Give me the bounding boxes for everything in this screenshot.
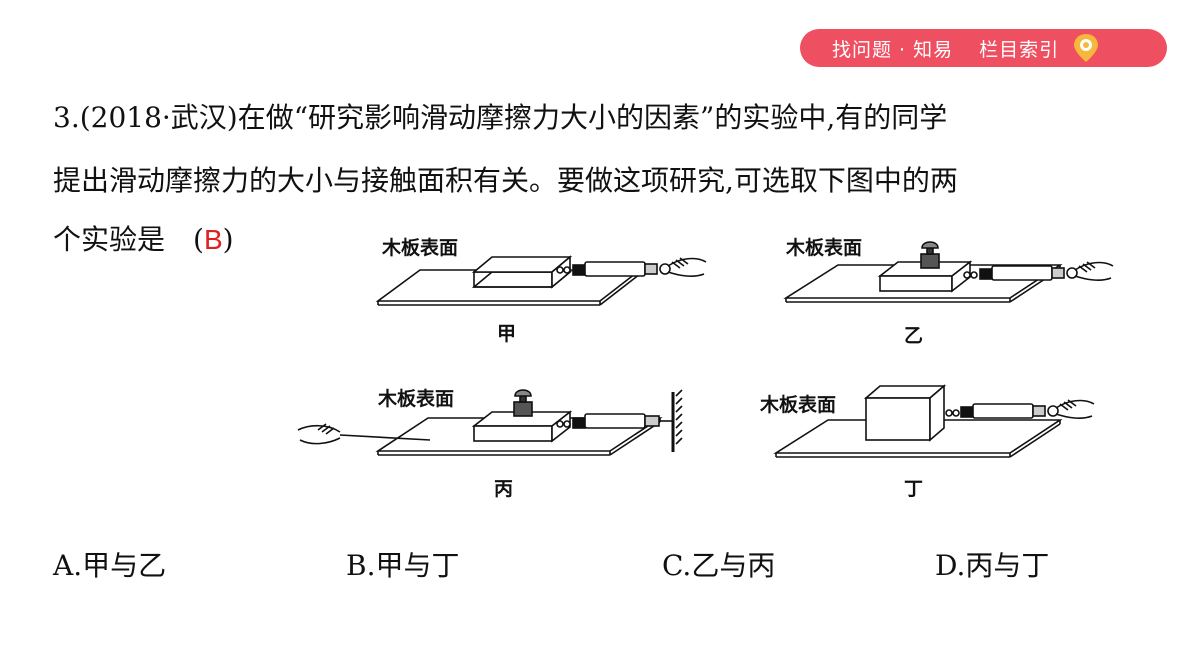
surface-label: 木板表面 xyxy=(759,393,836,416)
option-d[interactable]: D.丙与丁 xyxy=(935,549,1050,582)
question-line-1: 3.(2018·武汉)在做“研究影响滑动摩擦力大小的因素”的实验中,有的同学 xyxy=(53,101,948,134)
nav-find-problem-link[interactable]: 找问题 · 知易 xyxy=(832,38,954,61)
option-b[interactable]: B.甲与丁 xyxy=(346,549,460,582)
surface-label: 木板表面 xyxy=(377,387,454,410)
surface-label: 木板表面 xyxy=(785,236,862,259)
figure-jia: 木板表面 甲 xyxy=(375,236,707,345)
answer-bracket-open: 个实验是 ( xyxy=(53,223,204,256)
figure-ding: 木板表面 丁 xyxy=(759,384,1095,500)
figure-yi: 木板表面 乙 xyxy=(783,236,1114,347)
question-line-3: 个实验是 (B) xyxy=(53,222,234,258)
figure-caption: 甲 xyxy=(497,323,516,345)
location-pin-icon[interactable] xyxy=(1071,32,1101,64)
surface-label: 木板表面 xyxy=(381,236,458,259)
figure-caption: 乙 xyxy=(904,325,923,347)
answer-bracket-close: ) xyxy=(222,223,234,256)
figure-caption: 丁 xyxy=(904,478,923,500)
option-c[interactable]: C.乙与丙 xyxy=(662,549,776,582)
question-line-2: 提出滑动摩擦力的大小与接触面积有关。要做这项研究,可选取下图中的两 xyxy=(53,164,958,197)
option-a[interactable]: A.甲与乙 xyxy=(53,549,167,582)
nav-bar: 找问题 · 知易 栏目索引 xyxy=(800,29,1167,67)
answer-choice: B xyxy=(203,224,223,255)
figure-caption: 丙 xyxy=(494,478,513,500)
figure-bing: 木板表面 丙 xyxy=(297,387,683,500)
nav-index-link[interactable]: 栏目索引 xyxy=(979,38,1060,61)
